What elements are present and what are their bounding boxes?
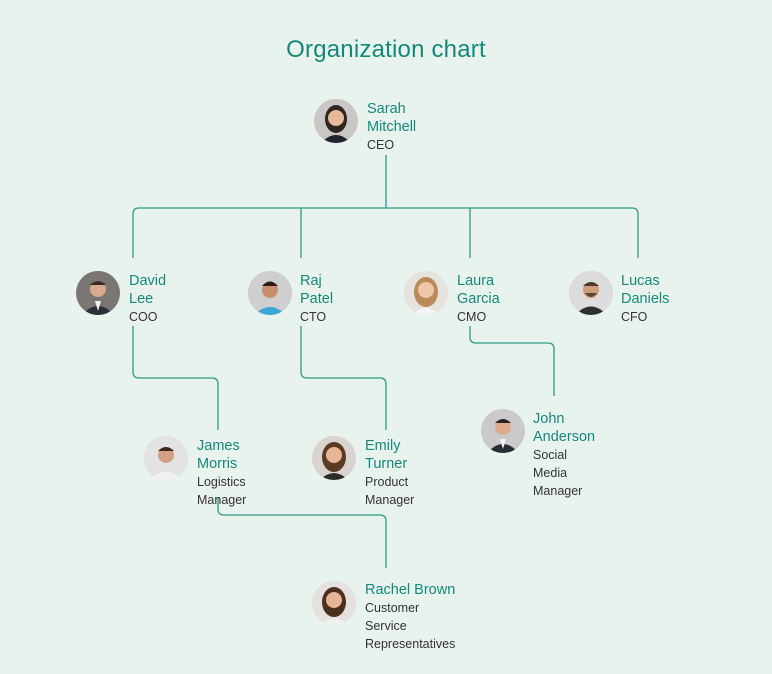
avatar [248, 271, 292, 315]
avatar [569, 271, 613, 315]
avatar [312, 581, 356, 625]
person-name-line: Anderson [533, 429, 596, 445]
person-role-line: Manager [533, 484, 583, 498]
person-name: Emily Turner [365, 438, 408, 472]
person-role: CFO [621, 310, 648, 324]
person-name: Laura Garcia [457, 273, 500, 307]
avatar [312, 436, 356, 480]
person-role: CMO [457, 310, 487, 324]
person-role-line: Logistics [197, 475, 246, 489]
connector-coo-logistics [132, 326, 219, 430]
avatar [314, 99, 358, 143]
person-name: Raj Patel [300, 273, 334, 307]
avatar [144, 436, 188, 480]
person-role: CTO [300, 310, 327, 324]
chart-title: Organization chart [286, 36, 486, 63]
person-role-line: Service [365, 619, 407, 633]
connector-cmo-social [469, 326, 555, 396]
person-name: Lucas Daniels [621, 273, 670, 307]
person-name: David Lee [129, 273, 167, 307]
person-role-line: Customer [365, 601, 420, 615]
person-role-line: Representatives [365, 637, 456, 651]
connector-cto-product [300, 326, 387, 430]
person-name: Rachel Brown [365, 582, 456, 598]
avatar [76, 271, 120, 315]
person-name: Sarah Mitchell [367, 101, 417, 135]
person-role: COO [129, 310, 158, 324]
person-role-line: Social Media [533, 448, 568, 480]
person-role-line: Manager [365, 493, 415, 507]
connector-logistics-service [217, 497, 387, 568]
person-role-line: Product [365, 475, 409, 489]
person-name-line: John [533, 411, 565, 427]
avatar [404, 271, 448, 315]
person-role: CEO [367, 138, 395, 152]
avatar [481, 409, 525, 453]
person-role-line: Manager [197, 493, 247, 507]
person-name: James Morris [197, 438, 240, 472]
connector-ceo-branch-bar [132, 207, 639, 258]
